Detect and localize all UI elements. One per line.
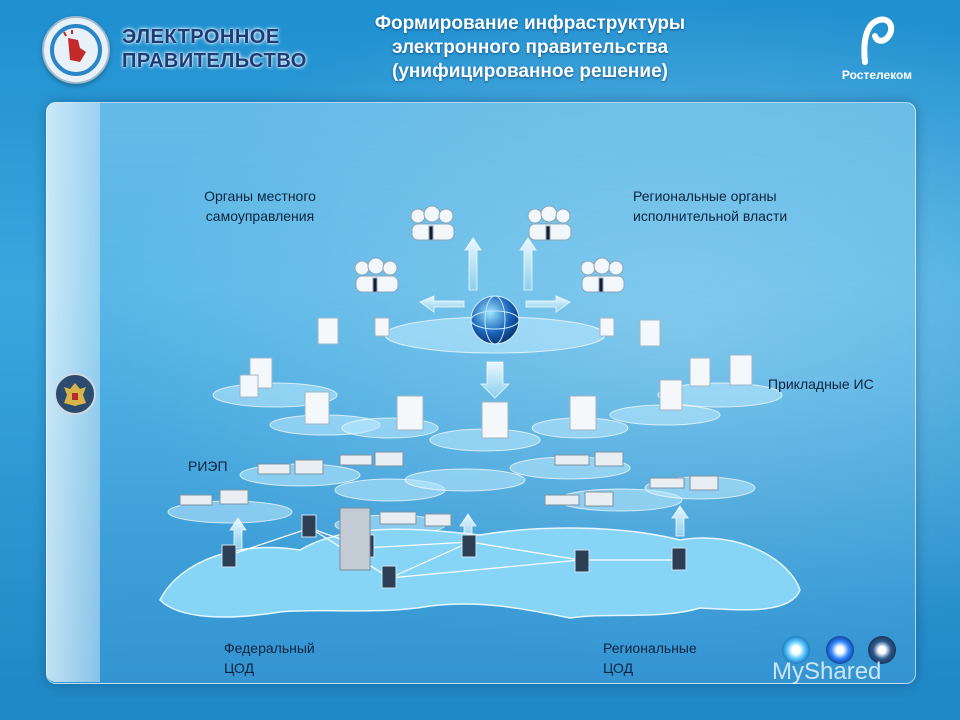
label-regional-dc: Региональные ЦОД <box>603 638 697 678</box>
infrastructure-diagram <box>159 205 801 619</box>
globe-icon <box>470 295 520 345</box>
label-local-government-line1: Органы местного <box>204 188 316 204</box>
watermark-text: MyShared <box>772 658 882 685</box>
rostelecom-label: Ростелеком <box>841 68 913 82</box>
label-regional-executive-line2: исполнительной власти <box>633 208 788 224</box>
label-local-government: Органы местного самоуправления <box>180 186 340 226</box>
label-riep: РИЭП <box>188 458 228 474</box>
egov-logo-line2: ПРАВИТЕЛЬСТВО <box>122 50 307 72</box>
nav-prev-button[interactable] <box>782 636 810 664</box>
title-line-3: (унифицированное решение) <box>392 61 668 82</box>
hand-pointer-icon <box>42 16 110 84</box>
label-regional-executive-line1: Региональные органы <box>633 188 777 204</box>
coat-of-arms-icon <box>54 373 96 415</box>
label-applied-is: Прикладные ИС <box>768 376 874 392</box>
nav-home-button[interactable] <box>826 636 854 664</box>
label-regional-dc-line1: Региональные <box>603 640 697 656</box>
title-line-1: Формирование инфраструктуры <box>374 13 686 34</box>
label-local-government-line2: самоуправления <box>205 208 315 224</box>
server-rack-icons <box>179 451 719 527</box>
egov-logo-line1: ЭЛЕКТРОННОЕ <box>122 26 280 48</box>
rostelecom-logo: Ростелеком <box>832 14 922 89</box>
label-federal-dc-line1: Федеральный <box>224 640 315 656</box>
label-regional-executive: Региональные органы исполнительной власт… <box>633 186 787 226</box>
rostelecom-r-icon <box>861 16 895 65</box>
egov-logo: ЭЛЕКТРОННОЕ ПРАВИТЕЛЬСТВО <box>42 16 312 86</box>
label-federal-dc-line2: ЦОД <box>224 660 255 676</box>
russia-map <box>159 507 801 619</box>
page-title: Формирование инфраструктуры электронного… <box>300 12 760 84</box>
nav-next-button[interactable] <box>868 636 896 664</box>
label-regional-dc-line2: ЦОД <box>603 660 634 676</box>
user-group-icons <box>354 205 625 293</box>
data-center-icons <box>221 507 687 589</box>
platform-group <box>167 316 783 536</box>
software-box-icons <box>239 317 753 439</box>
title-line-2: электронного правительства <box>391 37 669 58</box>
label-federal-dc: Федеральный ЦОД <box>224 638 315 678</box>
